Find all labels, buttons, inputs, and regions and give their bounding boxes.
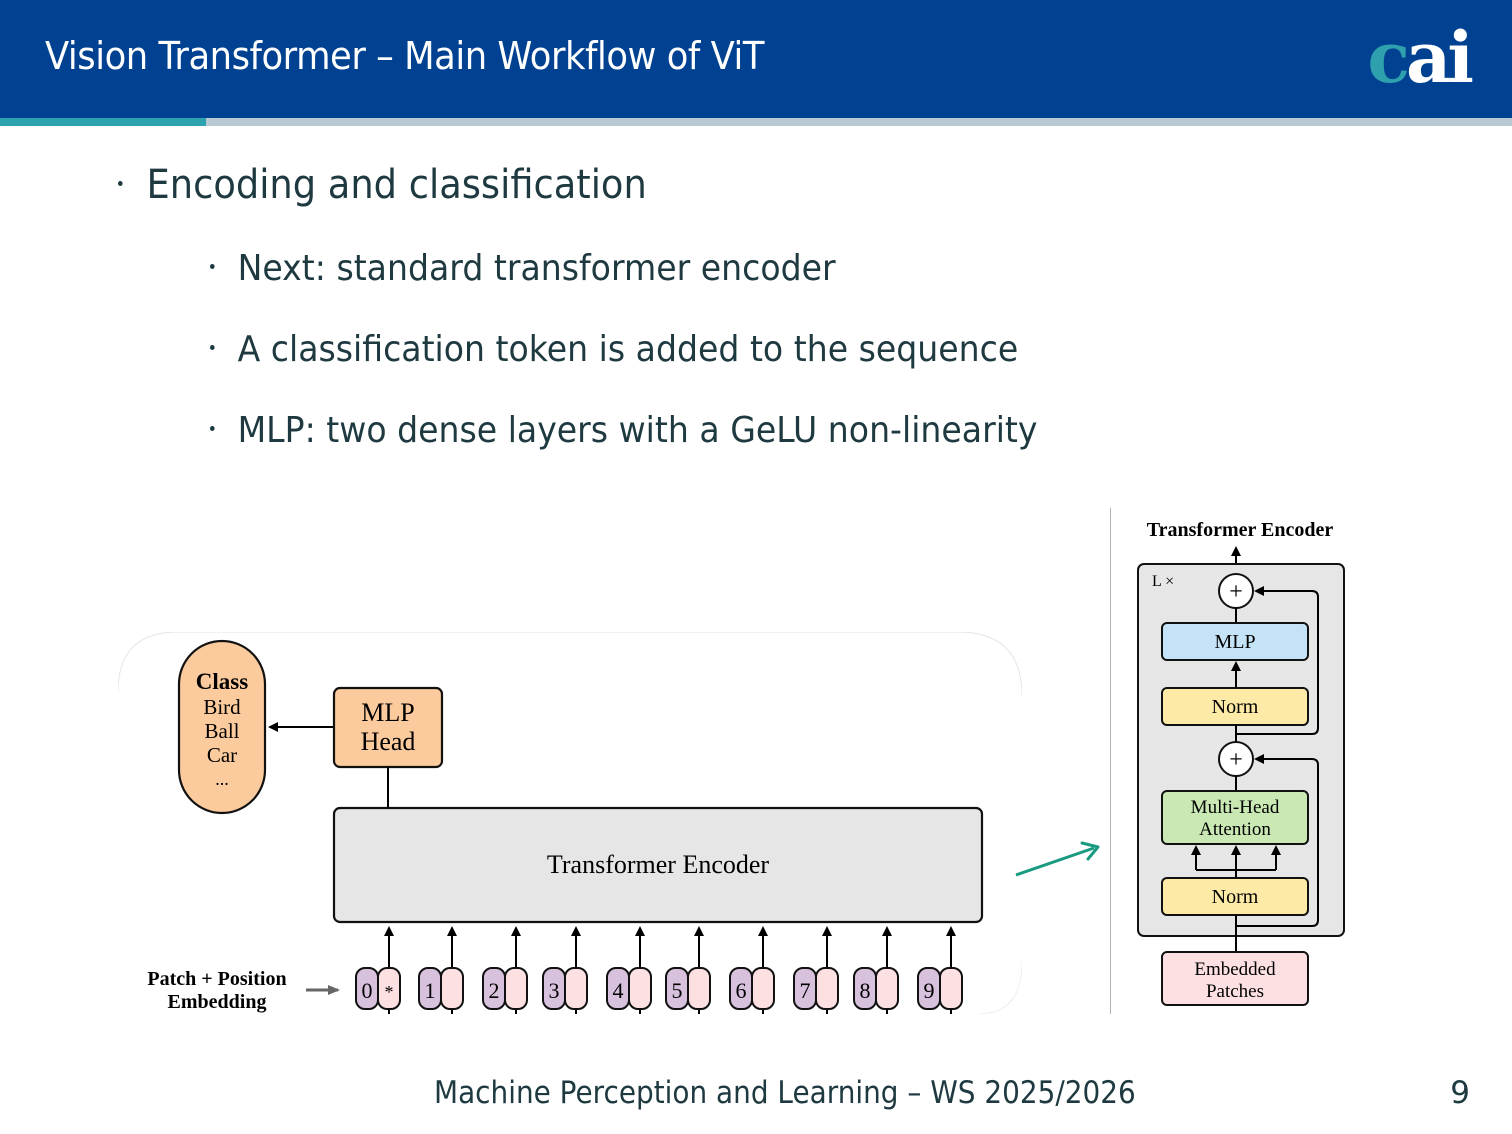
class-item: Car bbox=[207, 743, 237, 767]
norm-label-bottom: Norm bbox=[1212, 886, 1259, 908]
attention-line1: Multi-Head bbox=[1191, 797, 1280, 818]
patch-embedding bbox=[751, 967, 775, 1010]
bullet-dot-icon bbox=[210, 263, 215, 269]
logo-c: c bbox=[1367, 16, 1410, 99]
token-index: 4 bbox=[613, 978, 624, 1003]
diagram-frame bbox=[178, 632, 1022, 697]
embedding-label-line1: Patch + Position bbox=[147, 968, 286, 990]
mlp-block bbox=[1161, 622, 1309, 661]
token-pair: 1 bbox=[418, 926, 464, 1014]
bullet-level2: Next: standard transformer encoder bbox=[210, 248, 836, 289]
bullet-dot-icon bbox=[210, 425, 215, 431]
encoder-title: Transformer Encoder bbox=[1147, 519, 1334, 541]
class-item: ... bbox=[215, 769, 229, 789]
token-pair: 3 bbox=[542, 926, 588, 1014]
header-rule bbox=[206, 118, 1512, 126]
token-index: 2 bbox=[489, 978, 500, 1003]
class-item: Bird bbox=[203, 695, 241, 719]
token-pair: 6 bbox=[729, 926, 775, 1014]
token-pair: 5 bbox=[665, 926, 711, 1014]
patch-embedding bbox=[939, 967, 963, 1010]
input-line2: Patches bbox=[1206, 981, 1264, 1002]
encoder-label: Transformer Encoder bbox=[547, 850, 769, 879]
mlp-label: MLP bbox=[1214, 631, 1255, 653]
token-pair: 2 bbox=[482, 926, 528, 1014]
mlp-head-box: MLP Head bbox=[332, 686, 444, 769]
token-index: 7 bbox=[800, 978, 811, 1003]
bullet-dot-icon bbox=[118, 180, 123, 186]
token-index: 3 bbox=[549, 978, 560, 1003]
token-pair: 0* bbox=[355, 926, 401, 1014]
bullet-level2: MLP: two dense layers with a GeLU non-li… bbox=[210, 410, 1037, 451]
patch-embedding bbox=[628, 967, 652, 1010]
patch-embedding bbox=[504, 967, 528, 1010]
token-pair: 8 bbox=[853, 926, 899, 1014]
plus-symbol: + bbox=[1229, 579, 1243, 605]
bullet-dot-icon bbox=[210, 344, 215, 350]
transformer-encoder-block: Transformer Encoder bbox=[332, 806, 984, 924]
footer-course: Machine Perception and Learning – WS 202… bbox=[434, 1075, 1136, 1111]
input-line1: Embedded bbox=[1194, 959, 1276, 980]
token-index: 6 bbox=[736, 978, 747, 1003]
patch-embedding bbox=[564, 967, 588, 1010]
slide-title: Vision Transformer – Main Workflow of Vi… bbox=[45, 34, 765, 78]
bullet-text: A classification token is added to the s… bbox=[237, 329, 1019, 370]
token-pair: 4 bbox=[606, 926, 652, 1014]
mlp-head-line1: MLP bbox=[361, 698, 414, 727]
class-item: Ball bbox=[205, 719, 240, 743]
zoom-arrow-icon bbox=[1015, 841, 1100, 877]
class-output-box: Class Bird Ball Car ... bbox=[177, 639, 267, 815]
repeat-label: L × bbox=[1152, 573, 1174, 590]
class-title: Class bbox=[196, 669, 248, 694]
diagram-divider bbox=[1110, 508, 1111, 1014]
bullet-level1: Encoding and classification bbox=[118, 162, 647, 208]
bullet-text: Encoding and classification bbox=[146, 162, 647, 208]
token-pair: 7 bbox=[793, 926, 839, 1014]
mlp-head-line2: Head bbox=[361, 727, 416, 756]
token-index: 8 bbox=[860, 978, 871, 1003]
vit-overview-diagram: Class Bird Ball Car ... MLP Head Transfo… bbox=[118, 632, 1022, 1014]
patch-embedding bbox=[687, 967, 711, 1010]
slide-header: Vision Transformer – Main Workflow of Vi… bbox=[0, 0, 1512, 118]
token-index: 0 bbox=[362, 978, 373, 1003]
patch-embedding bbox=[377, 967, 401, 1010]
token-index: 9 bbox=[924, 978, 935, 1003]
cai-logo: cai bbox=[1367, 16, 1474, 99]
attention-line2: Attention bbox=[1199, 819, 1271, 840]
embedding-label-line2: Embedding bbox=[168, 991, 267, 1013]
token-pair: 9 bbox=[917, 926, 963, 1014]
bullet-text: Next: standard transformer encoder bbox=[237, 248, 836, 289]
token-index: 5 bbox=[672, 978, 683, 1003]
norm-label-top: Norm bbox=[1212, 696, 1259, 718]
encoder-detail-diagram: Transformer Encoder L × + MLP Norm + Mul… bbox=[1137, 519, 1345, 1006]
page-number: 9 bbox=[1450, 1075, 1470, 1111]
patch-embedding bbox=[815, 967, 839, 1010]
patch-embedding bbox=[875, 967, 899, 1010]
multi-head-attention-block bbox=[1161, 790, 1309, 845]
token-index: 1 bbox=[425, 978, 436, 1003]
patch-embedding bbox=[440, 967, 464, 1010]
cls-token-marker: * bbox=[385, 982, 394, 1002]
logo-ai: ai bbox=[1406, 16, 1474, 99]
plus-symbol: + bbox=[1229, 747, 1243, 773]
bullet-level2: A classification token is added to the s… bbox=[210, 329, 1018, 370]
embedded-patches-block bbox=[1161, 951, 1309, 1006]
bullet-text: MLP: two dense layers with a GeLU non-li… bbox=[237, 410, 1038, 451]
header-accent-rule bbox=[0, 118, 206, 126]
